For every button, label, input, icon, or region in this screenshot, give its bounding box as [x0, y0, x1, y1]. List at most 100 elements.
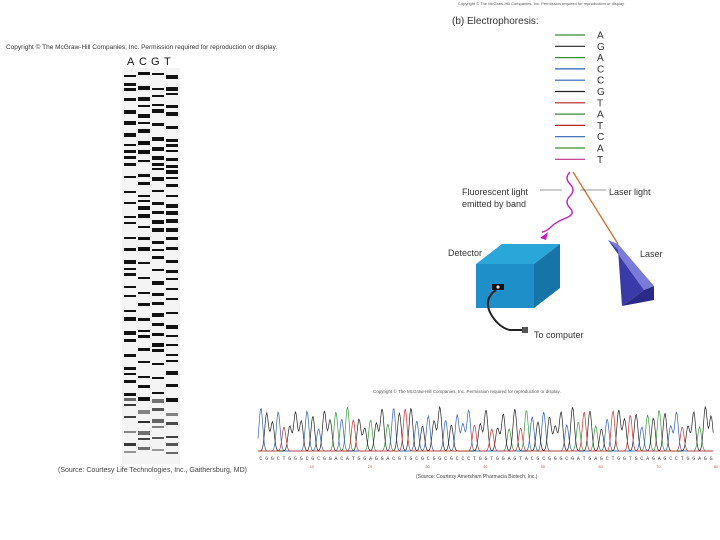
gel-band [166, 219, 178, 224]
gel-band [124, 215, 136, 218]
gel-band [138, 72, 150, 76]
sequence-letter: G [704, 456, 707, 462]
gel-band [138, 361, 150, 364]
sequence-letter: G [479, 456, 482, 462]
gel-band [152, 391, 164, 394]
laser-device-front [608, 240, 644, 306]
computer-label: To computer [534, 330, 584, 340]
sequence-letter: G [358, 456, 361, 462]
sequence-letter: G [571, 456, 574, 462]
gel-band [138, 200, 150, 203]
laser-label: Laser [640, 249, 663, 259]
gel-band [166, 397, 178, 402]
gel-band [152, 167, 164, 170]
gel-band [152, 109, 164, 114]
sequence-letter: C [456, 456, 459, 462]
gel-band [138, 226, 150, 229]
gel-band [138, 420, 150, 423]
gel-band [124, 202, 136, 205]
band-base-letter: G [597, 42, 605, 53]
gel-band [124, 354, 136, 358]
sequence-letter: C [259, 456, 262, 462]
position-number: 80 [714, 464, 719, 469]
cable-plug-icon [522, 327, 528, 333]
sequence-letter: G [433, 456, 436, 462]
gel-band [152, 425, 164, 428]
gel-band [152, 189, 164, 192]
gel-band [124, 144, 136, 147]
gel-band [124, 338, 136, 342]
gel-band [138, 329, 150, 332]
band-base-letter: C [597, 132, 604, 143]
gel-band [152, 269, 164, 272]
gel-band [138, 86, 150, 91]
sequence-letter: G [329, 456, 332, 462]
sequence-letter: G [421, 456, 424, 462]
gel-band [124, 163, 136, 167]
laser-light-label: Laser light [609, 187, 651, 197]
gel-band [152, 408, 164, 412]
gel-band [124, 398, 136, 402]
gel-band [124, 285, 136, 288]
gel-band [166, 287, 178, 290]
gel-band [124, 415, 136, 418]
gel-band [124, 317, 136, 322]
chromatogram-source: (Source: Courtesy Amersham Pharmacia Bio… [416, 474, 538, 480]
trace-group [257, 405, 714, 452]
gel-band [166, 139, 178, 143]
gel-band [152, 349, 164, 353]
sequence-letter: C [542, 456, 545, 462]
gel-band [152, 137, 164, 142]
gel-band [124, 221, 136, 224]
trace-t [258, 408, 714, 452]
gel-band [152, 73, 164, 76]
position-number: 60 [598, 464, 603, 469]
sequence-letter: G [410, 456, 413, 462]
gel-band [138, 276, 150, 279]
gel-band [152, 377, 164, 380]
position-number: 20 [368, 464, 373, 469]
sequence-letter: G [496, 456, 499, 462]
sequence-letter: C [427, 456, 430, 462]
sequence-letter: C [640, 456, 643, 462]
sequence-letter: T [583, 456, 586, 462]
top-copyright: Copyright © The McGraw-Hill Companies, I… [458, 1, 625, 6]
gel-band [166, 92, 178, 95]
fluorescent-label-2: emitted by band [462, 199, 527, 209]
band-base-letter: A [597, 31, 604, 42]
chromatogram-copyright: Copyright © The McGraw-Hill Companies, I… [373, 389, 561, 394]
gel-band [152, 313, 164, 318]
sequence-letter: G [554, 456, 557, 462]
band-base-letter: A [597, 53, 604, 64]
position-number: 40 [483, 464, 488, 469]
gel-band [166, 227, 178, 232]
fluorescent-label-1: Fluorescent light [462, 187, 529, 197]
gel-band [166, 259, 178, 263]
position-number: 70 [656, 464, 661, 469]
electrophoresis-title: (b) Electrophoresis: [452, 16, 539, 27]
gel-band [138, 237, 150, 240]
fluorescent-light-wave [541, 171, 574, 233]
gel-band [124, 273, 136, 277]
sequence-letter: T [283, 456, 286, 462]
sequence-letter: T [681, 456, 684, 462]
gel-band [124, 120, 136, 125]
gel-band [152, 399, 164, 404]
gel-band [138, 347, 150, 351]
gel-band [138, 214, 150, 219]
sequence-letter: A [577, 456, 580, 462]
trace-g [258, 405, 714, 452]
gel-band [124, 74, 136, 77]
sequence-letter: G [485, 456, 488, 462]
gel-band [152, 302, 164, 306]
band-base-letter: C [597, 64, 604, 75]
gel-band [166, 111, 178, 116]
sequence-letter: C [606, 456, 609, 462]
sequence-letter: C [444, 456, 447, 462]
sequence-letter: G [438, 456, 441, 462]
sequence-letter: A [525, 456, 528, 462]
gel-band [138, 160, 150, 163]
detector-box-side [534, 244, 560, 308]
